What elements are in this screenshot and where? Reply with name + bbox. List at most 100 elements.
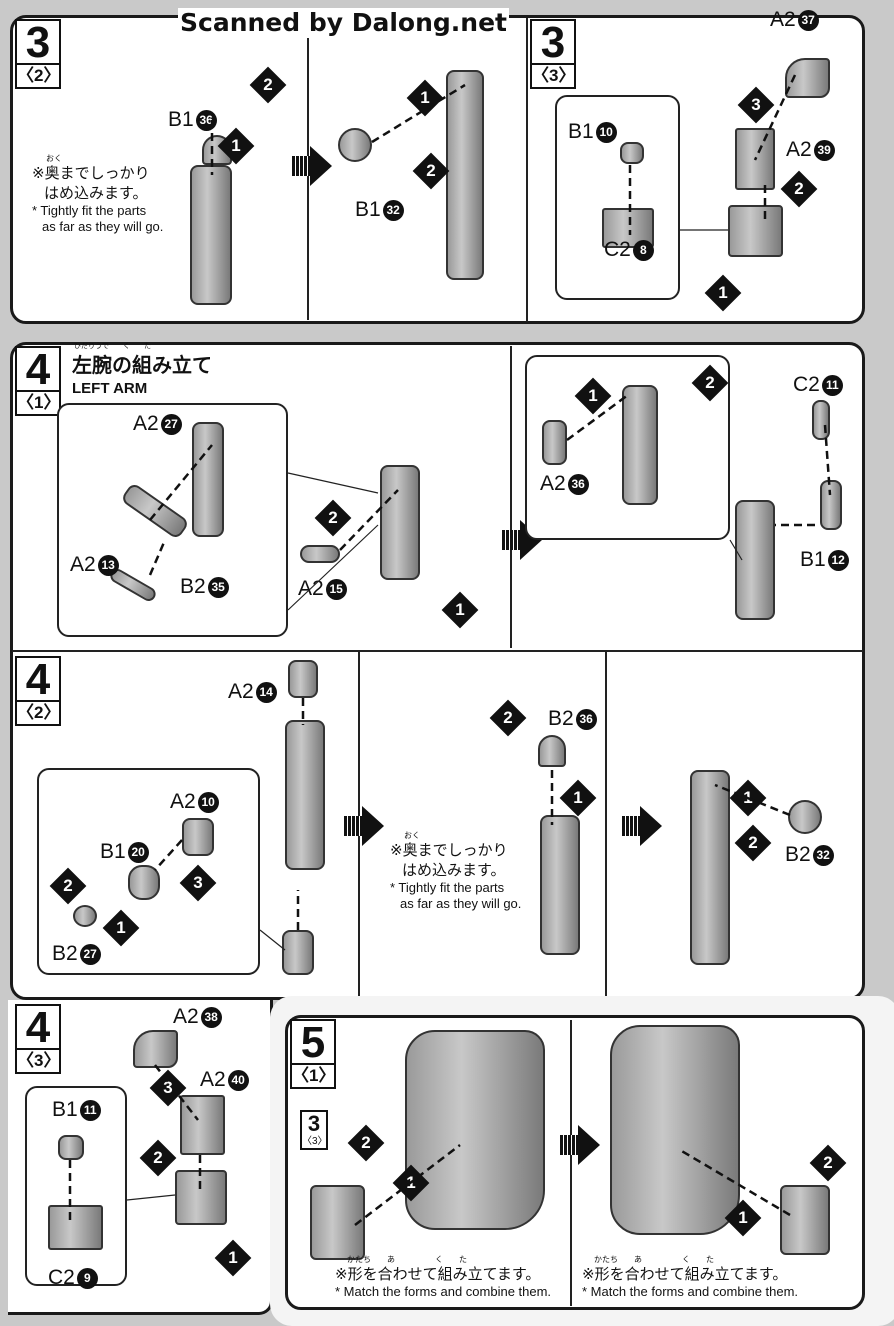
arm-part <box>690 770 730 965</box>
ball-part <box>338 128 372 162</box>
part-number: 20 <box>127 841 149 863</box>
part-number: 10 <box>595 121 617 143</box>
step-number: 3 <box>530 19 576 65</box>
elbow-part <box>538 735 566 767</box>
divider <box>510 346 512 648</box>
note-en: * Match the forms and combine them. <box>582 1284 799 1299</box>
part-number: 32 <box>812 844 834 866</box>
part-number: 8 <box>632 239 654 261</box>
next-arrow-icon <box>344 806 384 846</box>
part-code: A2 <box>200 1068 226 1091</box>
note-jp: はめ込みます。 <box>402 861 506 879</box>
part-code: B1 <box>800 548 826 571</box>
detail-callout <box>555 95 680 300</box>
joint-part <box>620 142 644 164</box>
substep-number: 〈1〉 <box>15 390 61 416</box>
bracket-part <box>48 1205 103 1250</box>
part-code: A2 <box>540 472 566 495</box>
step-number: 4 <box>15 1004 61 1050</box>
wing-part <box>780 1185 830 1255</box>
part-code: B2 <box>52 942 78 965</box>
ball-part <box>788 800 822 834</box>
part-number: 36 <box>567 473 589 495</box>
note-jp: ※奥までしっかり <box>32 164 150 182</box>
furigana: おく <box>46 154 62 163</box>
note-en: as far as they will go. <box>400 896 522 911</box>
part-number: 36 <box>575 708 597 730</box>
part-code: B1 <box>355 198 381 221</box>
detail-callout <box>57 403 288 637</box>
part-number: 27 <box>160 413 182 435</box>
cap-part <box>73 905 97 927</box>
clip-part <box>542 420 567 465</box>
body-assembly <box>405 1030 545 1230</box>
cap-part <box>288 660 318 698</box>
shoulder-part <box>182 818 214 856</box>
next-arrow-icon <box>622 806 662 846</box>
joint-part <box>128 865 160 900</box>
part-code: B2 <box>180 575 206 598</box>
divider <box>526 18 528 322</box>
step-number: 3 <box>15 19 61 65</box>
body-assembly <box>610 1025 740 1235</box>
part-number: 12 <box>827 549 849 571</box>
part-number: 37 <box>797 9 819 31</box>
note-en: * Tightly fit the parts <box>390 880 505 895</box>
note-en: * Tightly fit the parts <box>32 203 147 218</box>
furigana: かたち あ く た <box>347 1255 467 1264</box>
arm-part <box>285 720 325 870</box>
watermark-text: Scanned by Dalong.net <box>178 8 510 38</box>
part-number: 32 <box>382 199 404 221</box>
part-code: A2 <box>133 412 159 435</box>
arm-part <box>380 465 420 580</box>
part-code: C2 <box>793 373 820 396</box>
fin-part <box>820 480 842 530</box>
arm-part <box>192 422 224 537</box>
part-number: 14 <box>255 681 277 703</box>
note-jp: ※形を合わせて組み立てます。 <box>582 1265 788 1283</box>
part-number: 35 <box>207 576 229 598</box>
step-number: 5 <box>290 1019 336 1065</box>
part-number: 10 <box>197 791 219 813</box>
part-number: 38 <box>200 1006 222 1028</box>
part-code: A2 <box>173 1005 199 1028</box>
part-code: C2 <box>48 1266 75 1289</box>
joint-part <box>58 1135 84 1160</box>
bracket-part <box>728 205 783 257</box>
part-code: B1 <box>52 1098 78 1121</box>
substep-number: 〈3〉 <box>15 1048 61 1074</box>
detail-callout <box>25 1086 127 1286</box>
substep-number: 〈1〉 <box>290 1063 336 1089</box>
furigana: かたち あ く た <box>594 1255 714 1264</box>
part-number: 39 <box>813 139 835 161</box>
substep-number: 〈2〉 <box>15 63 61 89</box>
step-number: 4 <box>15 656 61 702</box>
part-code: A2 <box>786 138 812 161</box>
title-furigana: ひだりうで く た <box>74 343 151 350</box>
part-number: 9 <box>76 1267 98 1289</box>
next-arrow-icon <box>292 146 332 186</box>
part-code: A2 <box>70 553 96 576</box>
note-en: as far as they will go. <box>42 219 164 234</box>
part-code: B1 <box>568 120 594 143</box>
plate-part <box>180 1095 225 1155</box>
step-title: 左腕の組み立て <box>72 353 212 377</box>
match-note: かたち あ く た ※形を合わせて組み立てます。 * Match the for… <box>335 1256 551 1300</box>
part-code: B1 <box>168 108 194 131</box>
